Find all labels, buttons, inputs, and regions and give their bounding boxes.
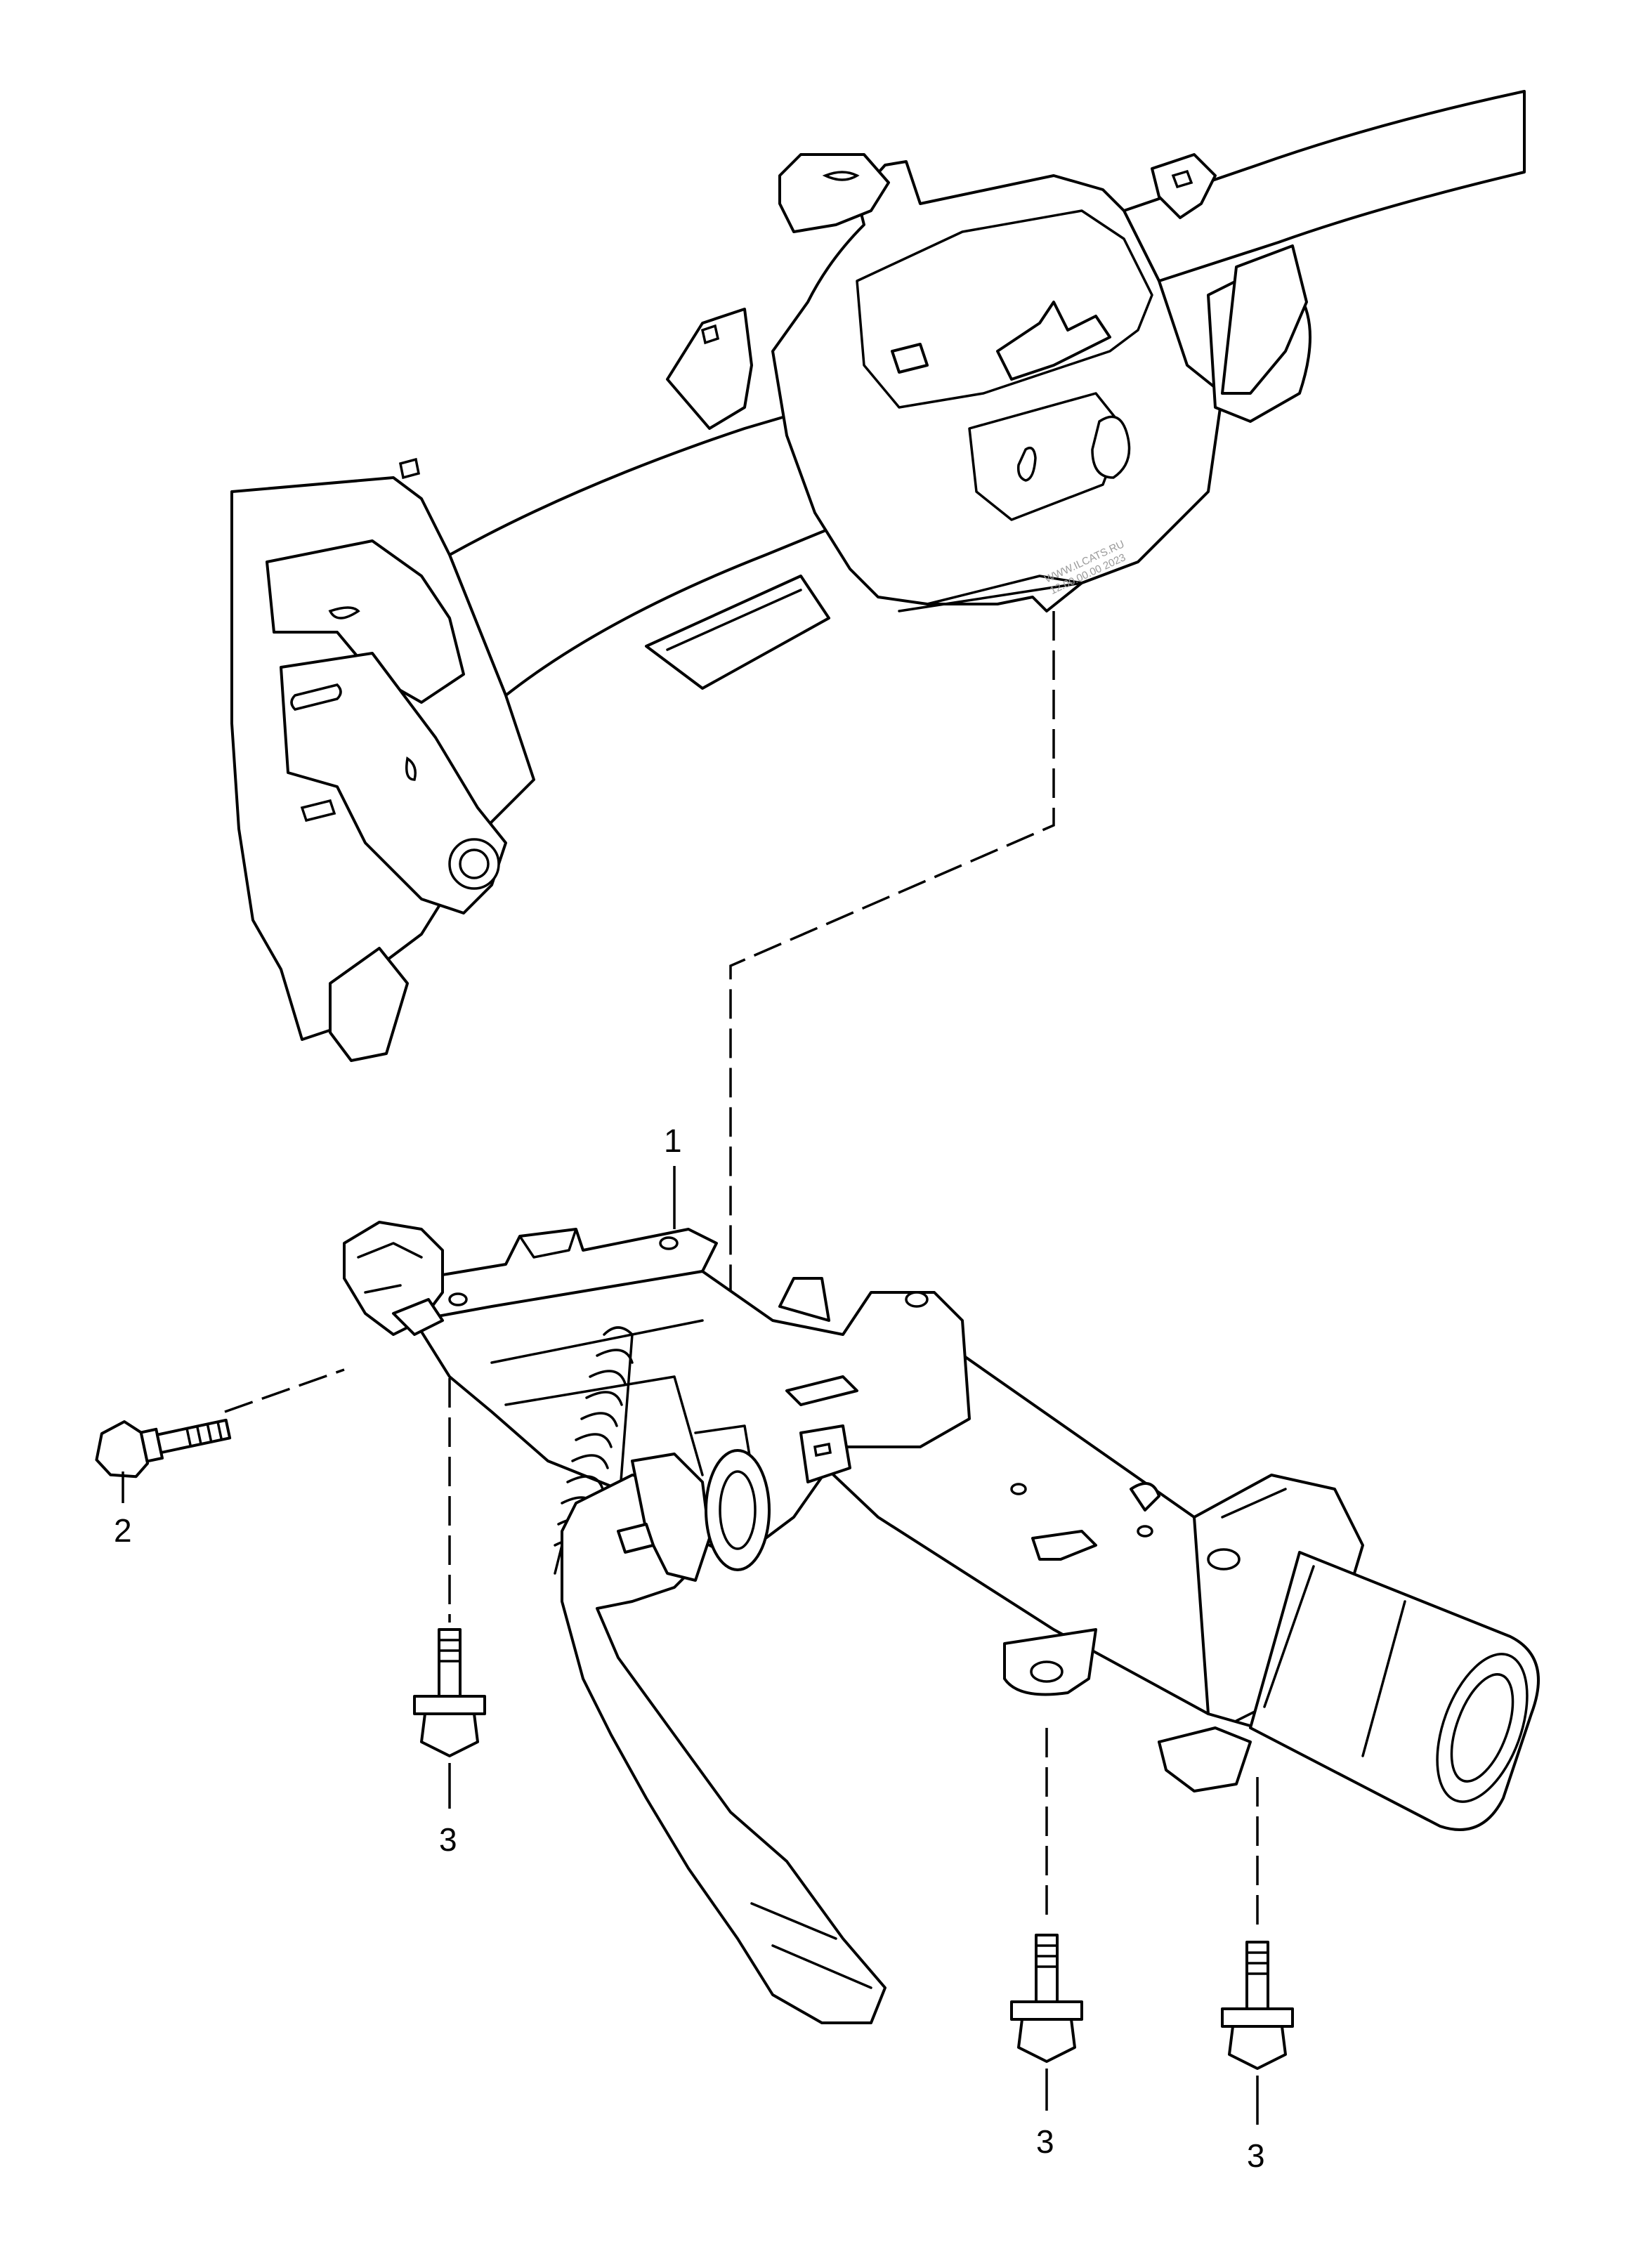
callout-3c: 3 [1247,2137,1265,2174]
callout-leaders [122,1166,1259,2125]
callout-1: 1 [664,1122,682,1159]
callout-3a: 3 [439,1821,457,1858]
bolt-3c [1221,1941,1294,2070]
callout-3b: 3 [1036,2123,1054,2160]
universal-joint [343,1221,444,1336]
beam-end-bracket [230,457,535,1062]
adjustment-lever [561,1449,887,2024]
cross-car-beam [448,90,1526,697]
callout-2: 2 [114,1512,132,1549]
bolt-3a [413,1628,486,1757]
bolt-3b [1010,1934,1083,2063]
bolt-2 [95,1418,232,1479]
column-bracket [413,1270,971,1561]
